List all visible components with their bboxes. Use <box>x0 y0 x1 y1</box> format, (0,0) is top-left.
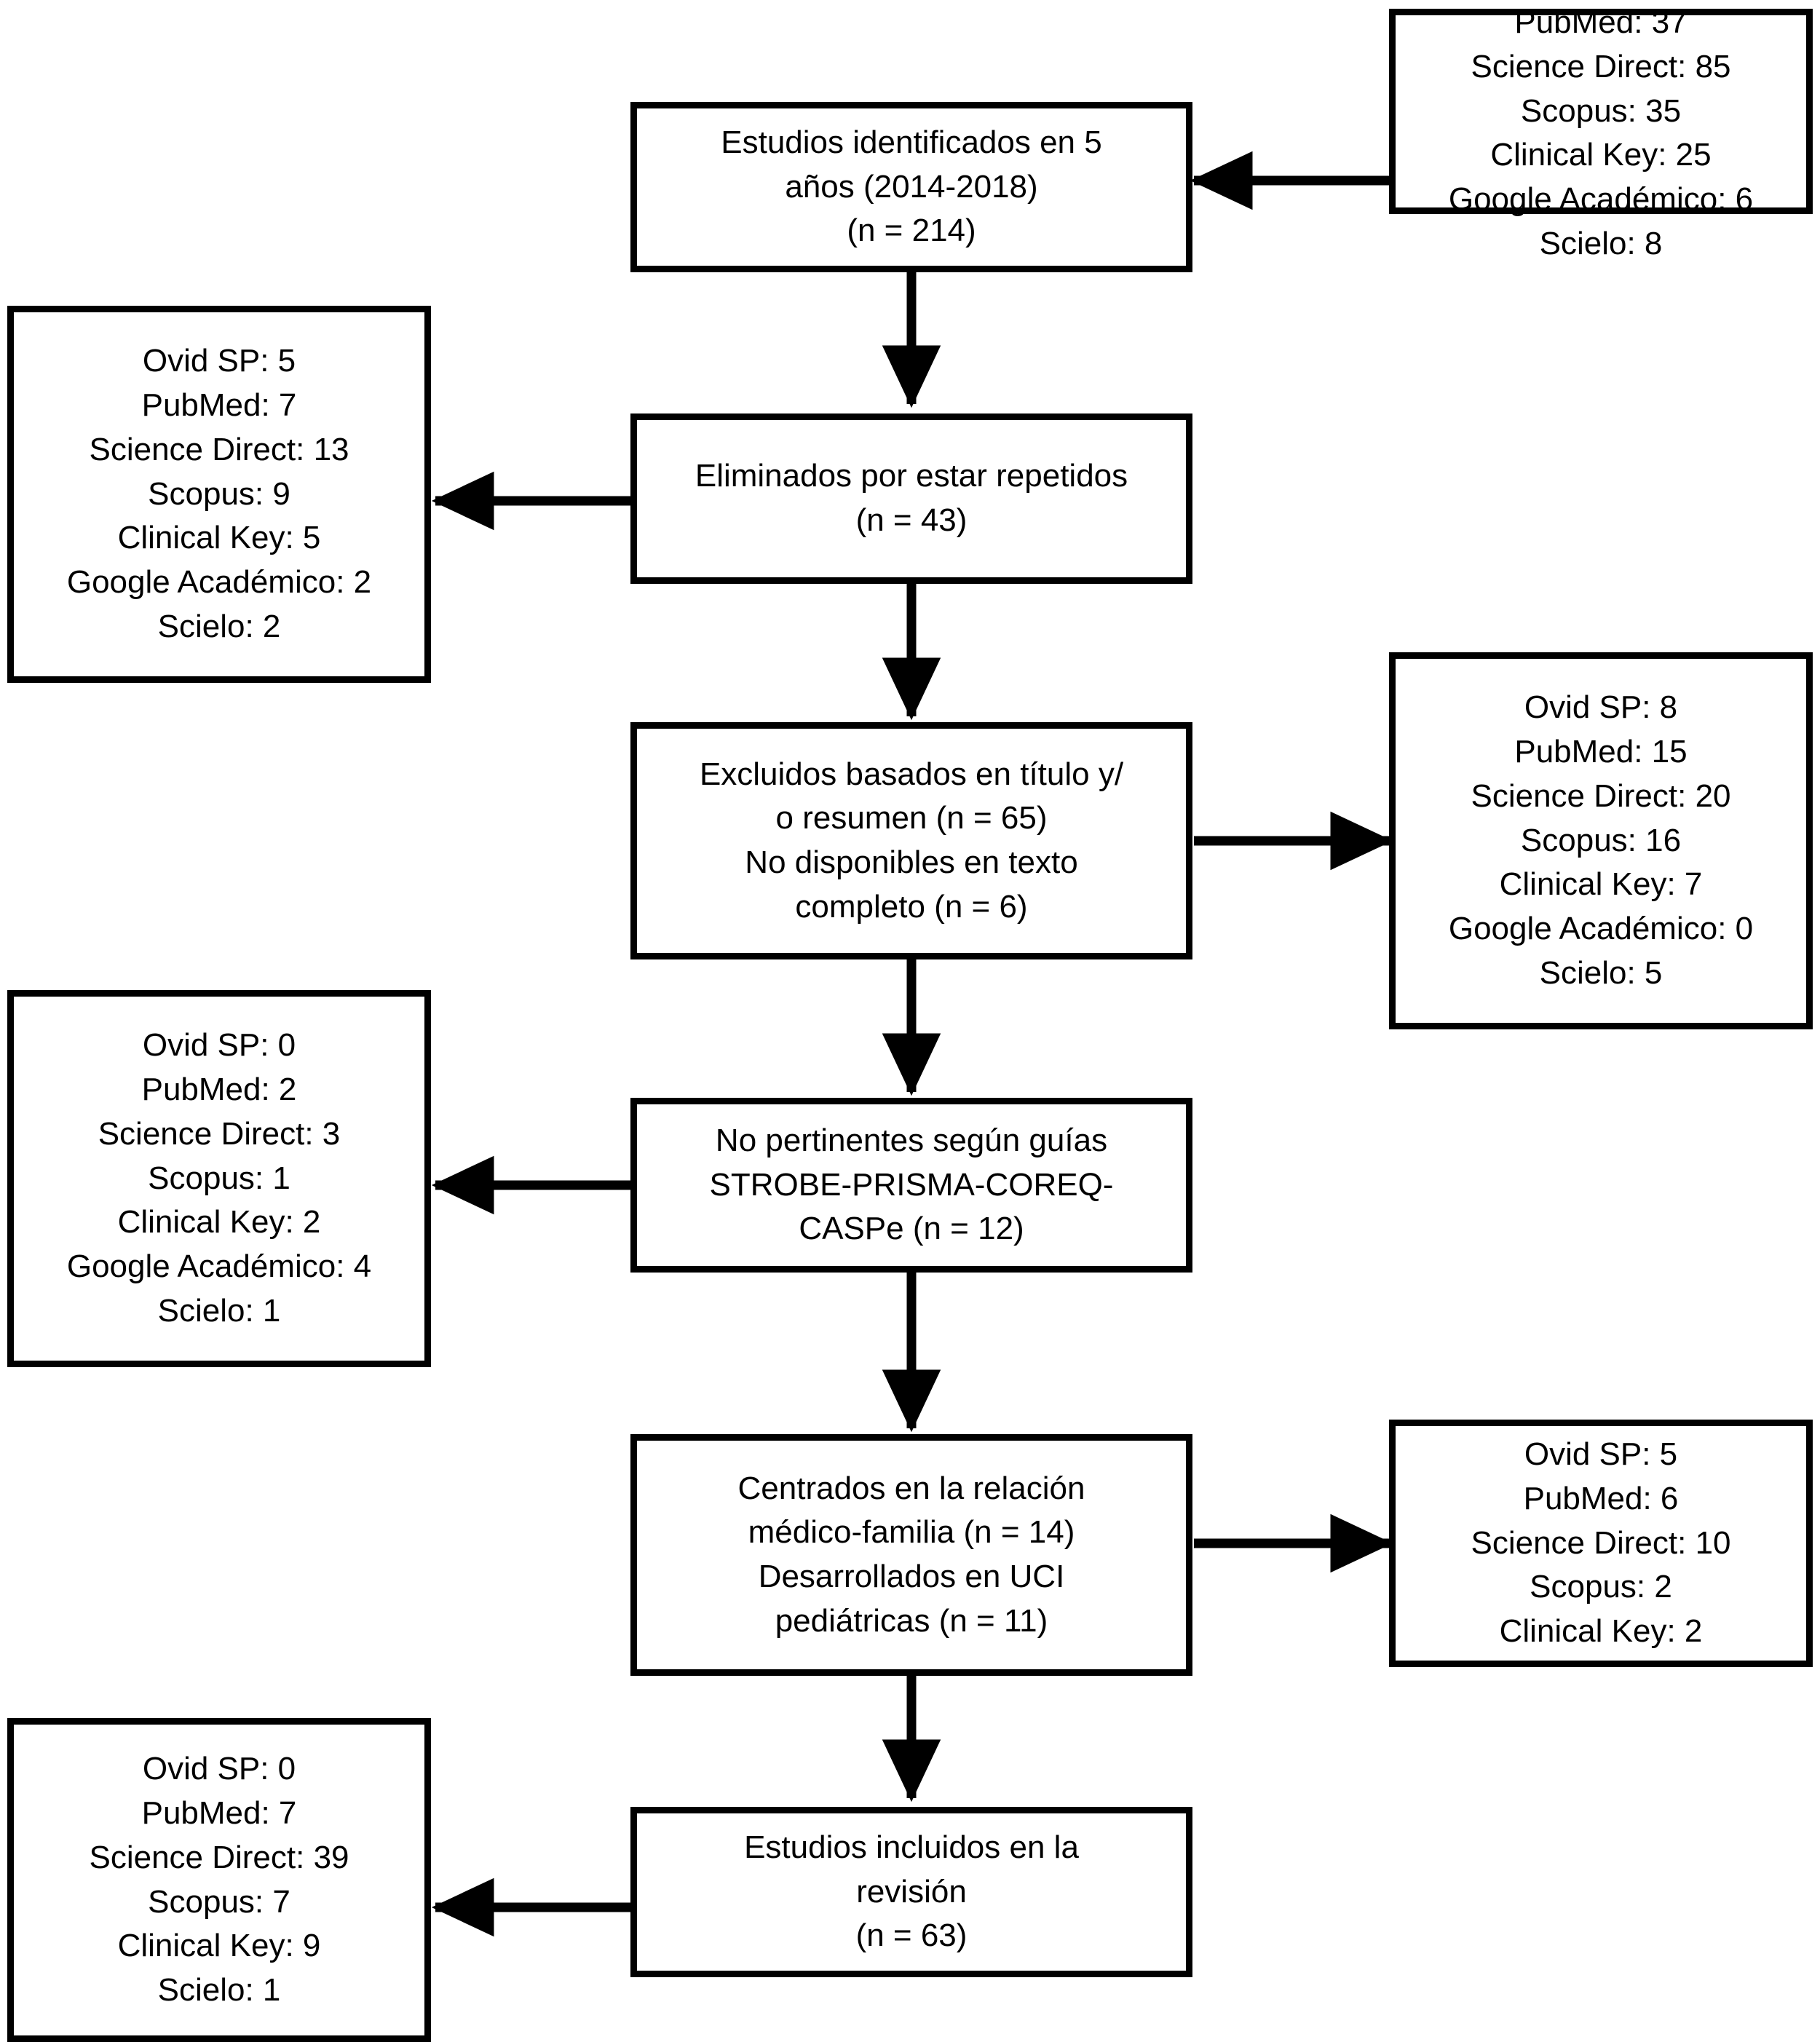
node-line: Clinical Key: 9 <box>117 1928 321 1964</box>
node-text: Ovid SP: 0 PubMed: 2 Science Direct: 3 S… <box>24 1024 414 1333</box>
node-line: Science Direct: 10 <box>1471 1524 1731 1561</box>
node-line: PubMed: 7 <box>141 387 297 424</box>
node-line: Estudios incluidos en la <box>744 1829 1079 1865</box>
node-line: Clinical Key: 5 <box>117 520 321 556</box>
node-line: Scopus: 16 <box>1520 822 1682 858</box>
node-fuentes-excluidos-titulo[interactable]: Ovid SP: 8 PubMed: 15 Science Direct: 20… <box>1389 652 1813 1029</box>
node-line: completo (n = 6) <box>795 888 1028 925</box>
node-line: Scopus: 9 <box>148 475 290 512</box>
node-line: PubMed: 15 <box>1514 734 1688 770</box>
node-excluidos-titulo-resumen[interactable]: Excluidos basados en título y/ o resumen… <box>630 722 1192 959</box>
node-line: Clinical Key: 2 <box>1499 1613 1703 1650</box>
node-text: Estudios identificados en 5 años (2014-2… <box>647 121 1176 253</box>
node-line: Estudios identificados en 5 <box>721 124 1102 160</box>
node-estudios-incluidos[interactable]: Estudios incluidos en la revisión (n = 6… <box>630 1807 1192 1977</box>
node-line: Excluidos basados en título y/ <box>699 756 1124 792</box>
node-fuentes-no-pertinentes[interactable]: Ovid SP: 0 PubMed: 2 Science Direct: 3 S… <box>7 990 431 1367</box>
node-line: Eliminados por estar repetidos <box>695 458 1128 494</box>
node-line: CASPe (n = 12) <box>799 1211 1024 1247</box>
node-fuentes-identificados[interactable]: Ovid SP: 18 PubMed: 37 Science Direct: 8… <box>1389 4 1813 261</box>
node-line: Scielo: 5 <box>1539 954 1663 991</box>
node-text: Eliminados por estar repetidos (n = 43) <box>647 454 1176 542</box>
node-line: Scielo: 1 <box>157 1292 281 1329</box>
node-line: Centrados en la relación <box>737 1470 1085 1506</box>
node-text: Excluidos basados en título y/ o resumen… <box>647 753 1176 930</box>
node-line: PubMed: 2 <box>141 1072 297 1108</box>
node-line: Scopus: 35 <box>1520 92 1682 129</box>
node-centrados-relacion[interactable]: Centrados en la relación médico-familia … <box>630 1434 1192 1676</box>
node-line: PubMed: 37 <box>1514 4 1688 41</box>
node-line: No pertinentes según guías <box>715 1122 1108 1158</box>
node-line: o resumen (n = 65) <box>775 800 1048 836</box>
node-line: Ovid SP: 5 <box>1524 1436 1678 1473</box>
node-line: médico-familia (n = 14) <box>748 1514 1075 1551</box>
node-line: Science Direct: 39 <box>89 1839 349 1875</box>
node-line: No disponibles en texto <box>745 844 1078 880</box>
node-no-pertinentes-guias[interactable]: No pertinentes según guías STROBE-PRISMA… <box>630 1098 1192 1273</box>
node-line: Clinical Key: 25 <box>1490 137 1712 173</box>
node-fuentes-centrados[interactable]: Ovid SP: 5 PubMed: 6 Science Direct: 10 … <box>1389 1420 1813 1667</box>
node-line: PubMed: 7 <box>141 1795 297 1832</box>
node-line: años (2014-2018) <box>785 168 1038 205</box>
node-estudios-identificados[interactable]: Estudios identificados en 5 años (2014-2… <box>630 102 1192 272</box>
node-line: Scielo: 1 <box>157 1971 281 2008</box>
node-line: Scielo: 8 <box>1539 225 1663 261</box>
node-line: Clinical Key: 7 <box>1499 866 1703 903</box>
node-line: (n = 214) <box>847 213 976 249</box>
node-line: Clinical Key: 2 <box>117 1204 321 1240</box>
node-line: Science Direct: 3 <box>98 1115 341 1152</box>
node-line: Scopus: 2 <box>1530 1569 1672 1605</box>
node-line: Desarrollados en UCI <box>758 1559 1065 1594</box>
node-line: (n = 43) <box>855 502 968 538</box>
node-text: Ovid SP: 18 PubMed: 37 Science Direct: 8… <box>1406 0 1796 266</box>
node-line: STROBE-PRISMA-COREQ- <box>709 1166 1114 1203</box>
node-text: No pertinentes según guías STROBE-PRISMA… <box>647 1119 1176 1251</box>
node-text: Ovid SP: 8 PubMed: 15 Science Direct: 20… <box>1406 686 1796 995</box>
node-line: Ovid SP: 0 <box>142 1751 296 1787</box>
node-text: Ovid SP: 5 PubMed: 7 Science Direct: 13 … <box>24 339 414 649</box>
node-text: Estudios incluidos en la revisión (n = 6… <box>647 1826 1176 1958</box>
node-line: Science Direct: 13 <box>89 431 349 467</box>
node-line: PubMed: 6 <box>1523 1480 1679 1516</box>
node-line: Science Direct: 20 <box>1471 777 1731 814</box>
node-text: Centrados en la relación médico-familia … <box>647 1467 1176 1644</box>
node-line: revisión <box>856 1873 967 1910</box>
node-line: Scopus: 1 <box>148 1160 290 1196</box>
node-line: Scielo: 2 <box>157 608 281 644</box>
node-line: Ovid SP: 8 <box>1524 689 1678 726</box>
node-line: Scopus: 7 <box>148 1883 290 1920</box>
node-line: Google Académico: 6 <box>1448 181 1754 218</box>
node-line: Google Académico: 4 <box>66 1248 372 1285</box>
node-text: Ovid SP: 0 PubMed: 7 Science Direct: 39 … <box>24 1747 414 2012</box>
node-line: pediátricas (n = 11) <box>775 1602 1048 1639</box>
node-fuentes-incluidos[interactable]: Ovid SP: 0 PubMed: 7 Science Direct: 39 … <box>7 1718 431 2042</box>
node-eliminados-repetidos[interactable]: Eliminados por estar repetidos (n = 43) <box>630 413 1192 584</box>
node-line: Google Académico: 2 <box>66 564 372 601</box>
node-line: Ovid SP: 5 <box>142 343 296 379</box>
node-line: Ovid SP: 0 <box>142 1027 296 1064</box>
node-line: (n = 63) <box>855 1918 968 1954</box>
node-text: Ovid SP: 5 PubMed: 6 Science Direct: 10 … <box>1406 1433 1796 1654</box>
node-fuentes-repetidos[interactable]: Ovid SP: 5 PubMed: 7 Science Direct: 13 … <box>7 306 431 683</box>
node-line: Science Direct: 85 <box>1471 48 1731 84</box>
node-line: Google Académico: 0 <box>1448 911 1754 947</box>
